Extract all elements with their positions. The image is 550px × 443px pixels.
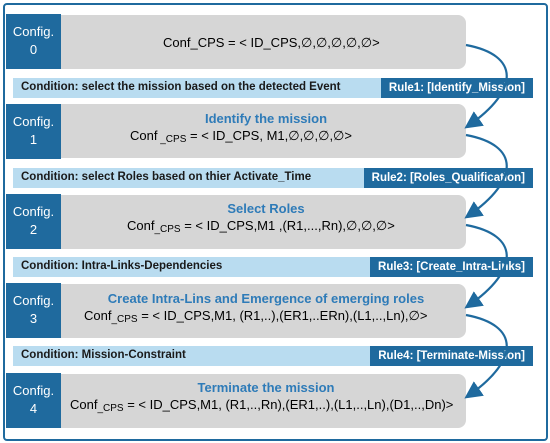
config-label: Config.	[12, 293, 55, 308]
config-badge-2: Config. 2	[6, 194, 61, 249]
flow-arrow-3	[464, 223, 508, 309]
config-panel-4	[14, 374, 466, 428]
step-title-2: Select Roles	[227, 201, 305, 216]
config-panel-2	[14, 195, 466, 249]
config-badge-0: Config. 0	[6, 14, 61, 69]
config-expression-3: Conf_CPS = < ID_CPS,M1, (R1,..),(ER1,..E…	[84, 308, 428, 325]
rule-label: Rule3: [Create_Intra-Links]	[370, 257, 533, 277]
config-label: Config.	[12, 114, 55, 129]
step-title-4: Terminate the mission	[197, 380, 335, 395]
config-expression-2: Conf_CPS = < ID_CPS,M1 ,(R1,...,Rn),∅,∅,…	[127, 218, 395, 235]
config-panel-1	[14, 104, 466, 158]
condition-text: Condition: Mission-Constraint	[21, 349, 186, 361]
condition-bar-2: Condition: select Roles based on thier A…	[13, 168, 533, 188]
condition-bar-4: Condition: Mission-Constraint Rule4: [Te…	[13, 346, 533, 366]
config-expression-1: Conf _CPS = < ID_CPS, M1,∅,∅,∅,∅>	[130, 128, 352, 145]
config-number: 1	[29, 132, 38, 147]
rule-label: Rule2: [Roles_Qualification]	[363, 168, 533, 188]
config-expression-4: Conf_CPS = < ID_CPS,M1, (R1,..,Rn),(ER1,…	[70, 397, 454, 414]
config-label: Config.	[12, 383, 55, 398]
condition-bar-3: Condition: Intra-Links-Dependencies Rule…	[13, 257, 533, 277]
config-badge-4: Config. 4	[6, 373, 61, 428]
config-number: 4	[29, 401, 38, 416]
condition-text: Condition: select the mission based on t…	[21, 81, 341, 93]
config-number: 0	[29, 42, 38, 57]
flow-arrow-1	[464, 43, 508, 129]
config-badge-1: Config. 1	[6, 104, 61, 159]
config-label: Config.	[12, 204, 55, 219]
config-number: 3	[29, 311, 38, 326]
condition-bar-1: Condition: select the mission based on t…	[13, 78, 533, 98]
step-title-3: Create Intra-Lins and Emergence of emerg…	[107, 291, 425, 306]
config-panel-0	[14, 15, 466, 69]
config-label: Config.	[12, 24, 55, 39]
flow-arrow-2	[464, 133, 508, 219]
step-title-1: Identify the mission	[204, 111, 328, 126]
condition-text: Condition: Intra-Links-Dependencies	[21, 260, 223, 272]
flow-arrow-4	[464, 313, 508, 399]
config-panel-3	[14, 284, 466, 338]
rule-label: Rule4: [Terminate-Mission]	[370, 346, 533, 366]
condition-text: Condition: select Roles based on thier A…	[21, 171, 312, 183]
rule-label: Rule1: [Identify_Mission]	[380, 78, 533, 98]
config-expression-0: Conf_CPS = < ID_CPS,∅,∅,∅,∅,∅>	[163, 35, 380, 50]
config-badge-3: Config. 3	[6, 283, 61, 338]
config-number: 2	[29, 222, 38, 237]
